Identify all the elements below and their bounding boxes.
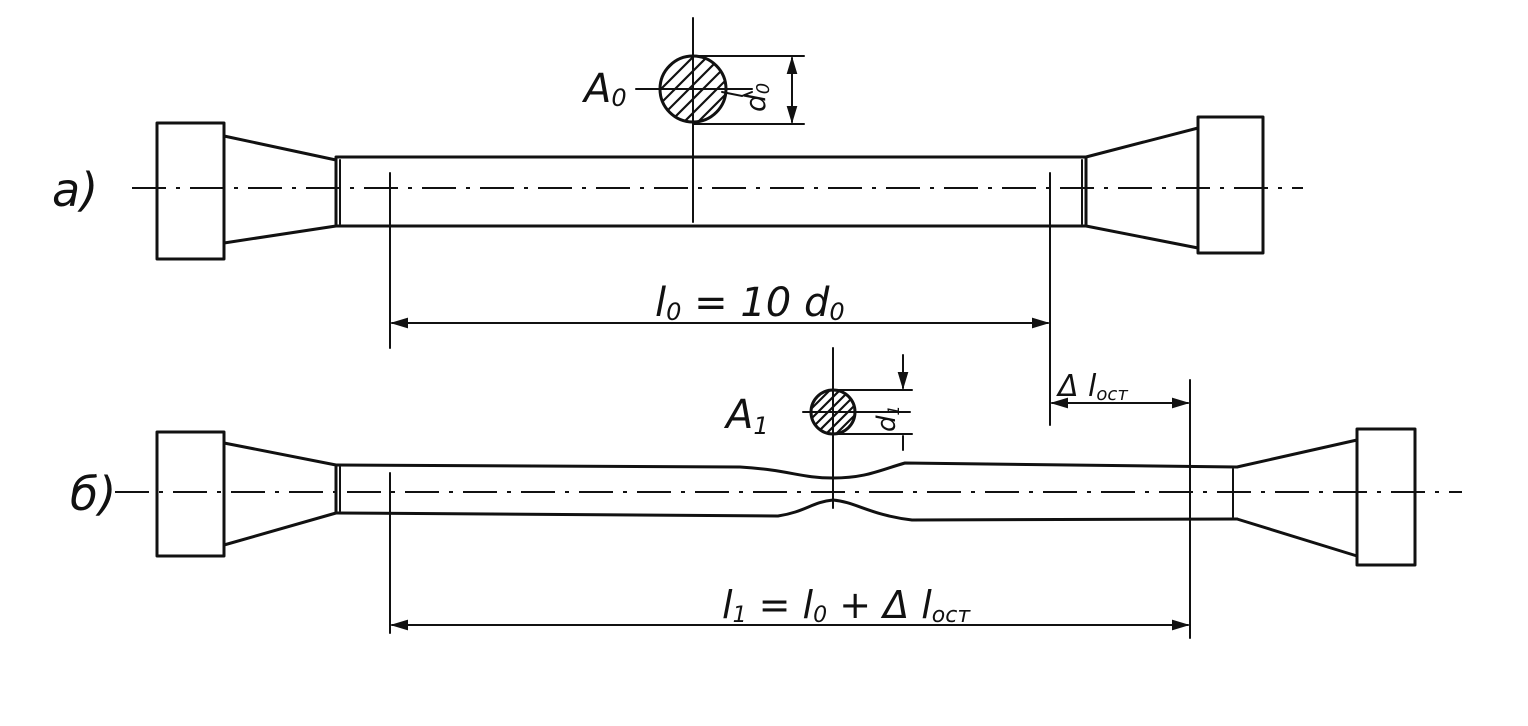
area-label-a: A0 — [581, 66, 627, 112]
neck-top-b — [334, 461, 1239, 480]
area-label-b: A1 — [723, 392, 769, 440]
neck-bottom-b — [334, 498, 1239, 522]
diameter-label-a: d0 — [739, 83, 774, 112]
specimen-necked: d1 A1 l1 = l0 + Δ lост б) — [70, 347, 1462, 639]
gauge-length-label-b: l1 = l0 + Δ lост — [722, 583, 971, 628]
right-grip-b — [1355, 427, 1417, 567]
residual-elongation: Δ lост — [1050, 369, 1190, 409]
gauge-section-a — [334, 155, 1088, 228]
gauge-length-label-a: l0 = 10 d0 — [655, 280, 845, 326]
left-grip-b — [155, 430, 226, 558]
dim-leader-d0 — [721, 91, 753, 98]
diameter-label-b: d1 — [872, 405, 903, 432]
specimen-initial: d0 A0 l0 = 10 d0 a) — [52, 17, 1303, 426]
part-label-a: a) — [52, 163, 98, 217]
right-grip-a — [1196, 115, 1265, 255]
left-grip-a — [155, 121, 226, 261]
left-shoulder-a — [222, 134, 338, 245]
delta-label: Δ lост — [1056, 369, 1128, 405]
part-label-b: б) — [70, 467, 116, 521]
right-shoulder-b — [1235, 438, 1359, 558]
left-shoulder-b — [222, 441, 338, 547]
